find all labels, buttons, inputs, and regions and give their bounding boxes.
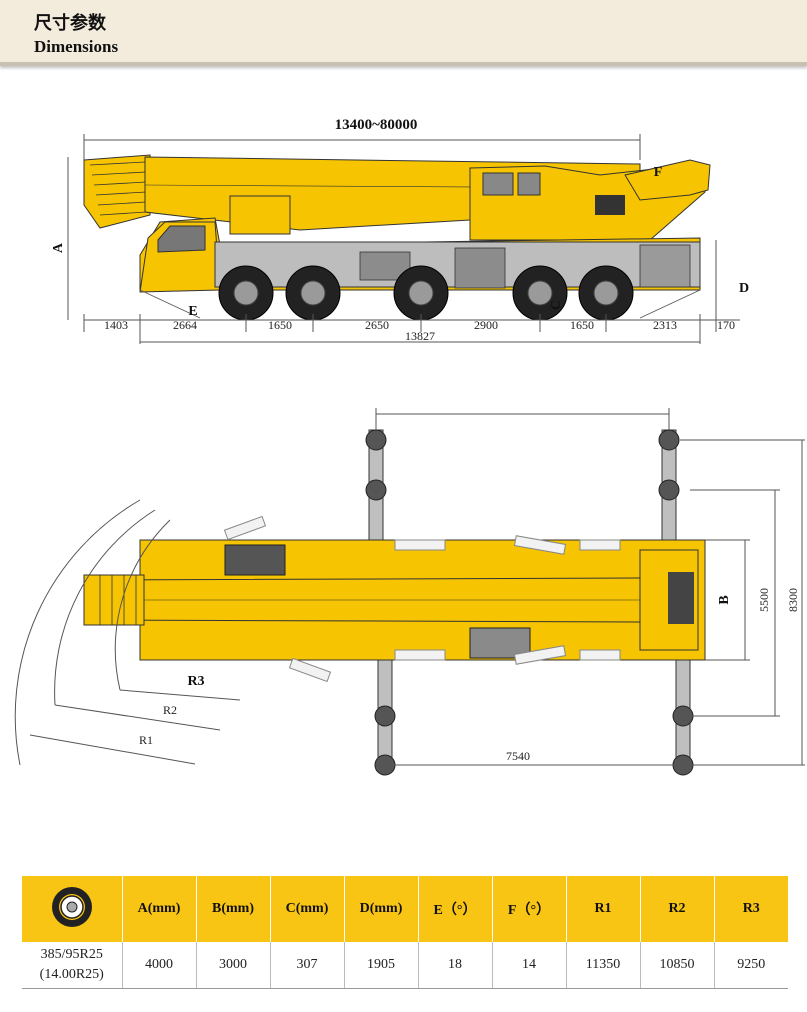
- segment-3: 1650: [268, 318, 292, 332]
- segment-8: 170: [717, 318, 735, 332]
- segment-4: 2650: [365, 318, 389, 332]
- section-title-english: Dimensions: [34, 37, 119, 56]
- radius-R1: R1: [139, 733, 153, 747]
- segment-6: 1650: [570, 318, 594, 332]
- segment-2: 2664: [173, 318, 197, 332]
- label-F: F: [654, 165, 663, 180]
- col-header-E: E（°）: [418, 876, 493, 942]
- tire-size-line1: 385/95R25: [40, 947, 103, 962]
- value-C: 307: [270, 942, 345, 989]
- table-header-row: A(mm) B(mm) C(mm) D(mm) E（°） F（°） R1 R2 …: [22, 876, 788, 942]
- value-B: 3000: [196, 942, 271, 989]
- radius-R3: R3: [187, 674, 204, 689]
- label-B: B: [717, 595, 732, 604]
- col-header-C: C(mm): [270, 876, 345, 942]
- radius-R2: R2: [163, 703, 177, 717]
- value-E: 18: [418, 942, 493, 989]
- col-header-R2: R2: [640, 876, 715, 942]
- width-outer: 8300: [786, 588, 800, 612]
- col-header-B: B(mm): [196, 876, 271, 942]
- label-C: C: [549, 300, 564, 310]
- total-length: 13827: [405, 329, 435, 343]
- col-header-R1: R1: [566, 876, 641, 942]
- value-R1: 11350: [566, 942, 641, 989]
- col-header-A: A(mm): [122, 876, 197, 942]
- outrigger-span: 7540: [506, 749, 530, 763]
- col-header-R3: R3: [714, 876, 788, 942]
- dimension-spec-table: A(mm) B(mm) C(mm) D(mm) E（°） F（°） R1 R2 …: [22, 876, 788, 989]
- value-F: 14: [492, 942, 567, 989]
- tire-icon-cell: [22, 876, 123, 942]
- crane-side-view: 13400~80000 A: [51, 117, 749, 344]
- value-R3: 9250: [714, 942, 788, 989]
- label-E: E: [188, 304, 197, 319]
- table-row: 385/95R25 (14.00R25) 4000 3000 307 1905 …: [22, 942, 788, 989]
- label-D: D: [739, 281, 749, 296]
- segment-1: 1403: [104, 318, 128, 332]
- value-D: 1905: [344, 942, 419, 989]
- col-header-F: F（°）: [492, 876, 567, 942]
- crane-top-view: R3 R2 R1 B 5500 8300 7540: [14, 408, 805, 776]
- width-inner: 5500: [757, 588, 771, 612]
- section-title-chinese: 尺寸参数: [34, 13, 106, 34]
- col-header-D: D(mm): [344, 876, 419, 942]
- tire-size-cell: 385/95R25 (14.00R25): [22, 942, 123, 989]
- segment-7: 2313: [653, 318, 677, 332]
- label-A: A: [51, 242, 66, 253]
- value-A: 4000: [122, 942, 197, 989]
- section-header: 尺寸参数 Dimensions: [0, 0, 807, 66]
- dimension-drawings: 13400~80000 A: [14, 117, 805, 776]
- tire-icon: [51, 886, 92, 927]
- tire-size-line2: (14.00R25): [39, 967, 104, 982]
- segment-5: 2900: [474, 318, 498, 332]
- value-R2: 10850: [640, 942, 715, 989]
- boom-length-label: 13400~80000: [335, 117, 418, 133]
